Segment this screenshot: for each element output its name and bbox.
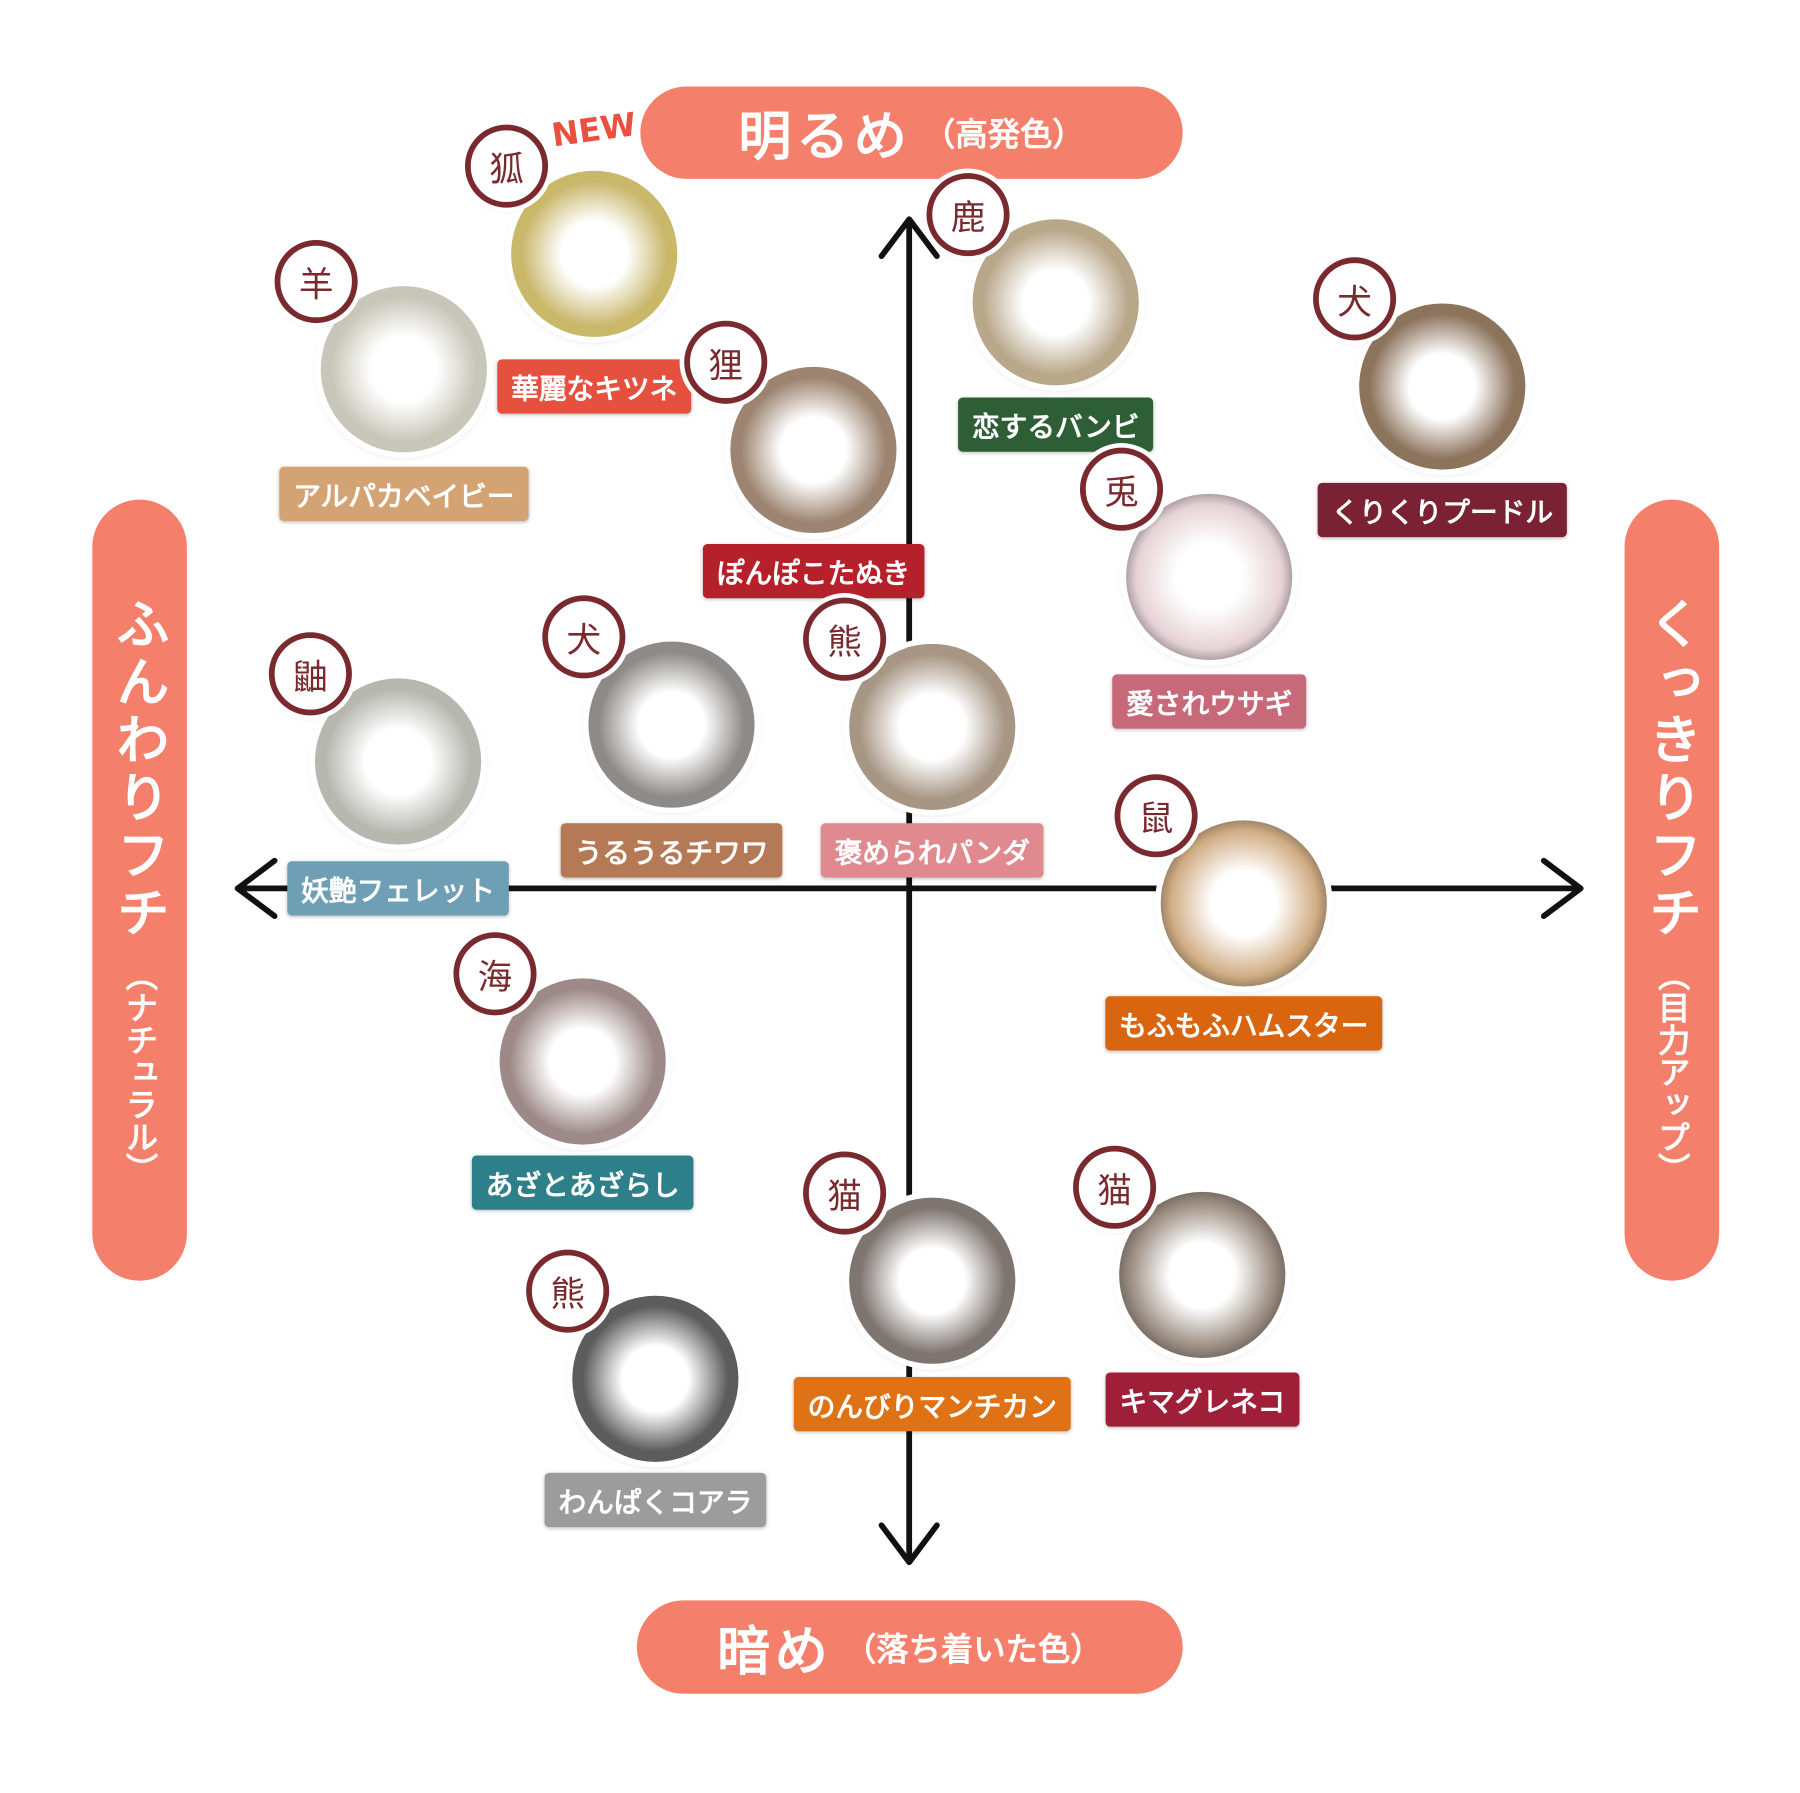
- axis-bottom-sub: （落ち着いた色）: [843, 1629, 1103, 1668]
- axis-right-main: くっきりフチ: [1640, 595, 1704, 943]
- axis-left-sub: （ナチュラル）: [121, 958, 160, 1185]
- arrow-right-icon: [1540, 857, 1584, 920]
- product-label: キマグレネコ: [1105, 1372, 1299, 1427]
- arrow-up-icon: [878, 216, 940, 260]
- product-label: のんびりマンチカン: [793, 1377, 1071, 1432]
- product-label: うるうるチワワ: [560, 823, 783, 878]
- poodle-icon: 犬: [1313, 257, 1397, 341]
- axis-left-main: ふんわりフチ: [108, 595, 171, 943]
- ferret-icon: 鼬: [268, 632, 352, 716]
- product-label: 華麗なキツネ: [497, 359, 692, 414]
- product-label: 恋するバンビ: [958, 397, 1154, 452]
- lens-image: [1160, 820, 1327, 987]
- axis-bottom-main: 暗め: [717, 1619, 833, 1682]
- arrow-down-icon: [878, 1522, 940, 1566]
- axis-top-sub: （高発色）: [923, 115, 1085, 154]
- lens-image: [499, 978, 666, 1145]
- alpaca-icon: 羊: [274, 239, 358, 324]
- product-label: 愛されウサギ: [1112, 674, 1307, 729]
- lens-image: [511, 170, 678, 337]
- arrow-left-icon: [234, 857, 278, 920]
- lens-image: [972, 219, 1139, 386]
- panda-icon: 熊: [803, 597, 887, 681]
- seal-icon: 海: [453, 932, 537, 1016]
- lens-image: [1359, 303, 1526, 470]
- lens-image: [849, 1197, 1016, 1364]
- axis-label-right: くっきりフチ （目力アップ）: [1624, 499, 1720, 1281]
- product-label: あざとあざらし: [471, 1155, 694, 1210]
- product-label: アルパカベイビー: [279, 466, 529, 521]
- product-label: ぽんぽこたぬき: [702, 544, 924, 599]
- chihuahua-icon: 犬: [542, 595, 626, 679]
- product-label: 褒められパンダ: [820, 823, 1044, 878]
- cat-icon: 猫: [803, 1151, 887, 1235]
- lens-image: [730, 366, 897, 534]
- lens-image: [588, 641, 755, 808]
- cat-icon: 猫: [1073, 1145, 1157, 1229]
- lens-image: [314, 678, 482, 845]
- product-label: 妖艶フェレット: [287, 861, 509, 916]
- product-label: わんぱくコアラ: [544, 1472, 767, 1528]
- tanuki-icon: 狸: [684, 320, 768, 404]
- product-label: くりくりプードル: [1317, 482, 1567, 538]
- lens-image: [320, 286, 487, 453]
- lens-image: [849, 643, 1016, 810]
- lens-image: [1119, 1191, 1286, 1359]
- axis-label-top: 明るめ （高発色）: [640, 86, 1183, 179]
- koala-icon: 熊: [526, 1249, 610, 1333]
- axis-top-main: 明るめ: [738, 104, 912, 168]
- axis-label-bottom: 暗め （落ち着いた色）: [636, 1600, 1183, 1694]
- axis-right-sub: （目力アップ）: [1653, 958, 1692, 1185]
- axis-label-left: ふんわりフチ （ナチュラル）: [92, 499, 187, 1281]
- rabbit-icon: 兎: [1079, 447, 1164, 531]
- lens-image: [1126, 493, 1293, 660]
- fox-mask-icon: 狐: [464, 124, 549, 208]
- lens-image: [572, 1295, 739, 1462]
- fawn-icon: 鹿: [926, 173, 1010, 257]
- product-label: もふもふハムスター: [1105, 996, 1383, 1051]
- hamster-icon: 鼠: [1114, 774, 1198, 858]
